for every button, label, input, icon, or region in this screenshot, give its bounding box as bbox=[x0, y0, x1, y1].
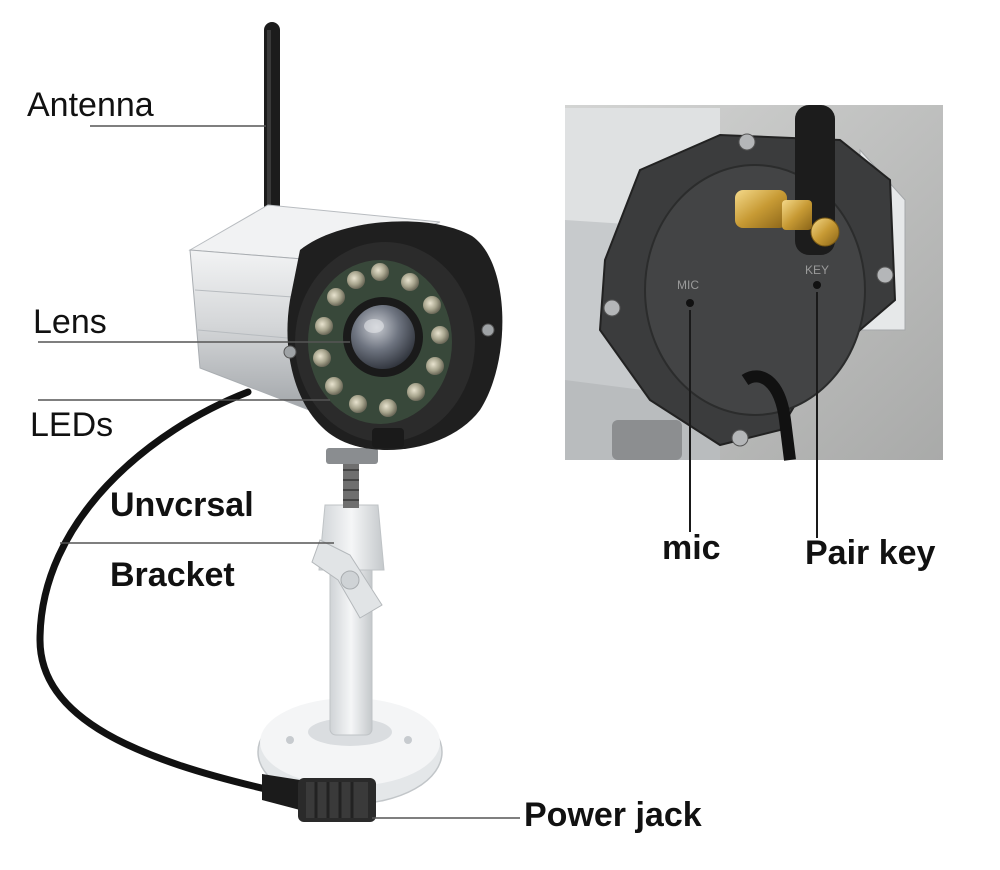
power-cable bbox=[36, 388, 274, 794]
label-bracket-line1: Unvcrsal bbox=[110, 486, 254, 524]
label-bracket-line2: Bracket bbox=[110, 556, 235, 594]
inset-rear-view bbox=[565, 105, 943, 461]
bracket-pole bbox=[311, 448, 385, 736]
key-engraving: KEY bbox=[805, 263, 830, 277]
inset-leader-lines bbox=[689, 292, 818, 538]
label-pair-key: Pair key bbox=[805, 534, 936, 572]
mic-hole bbox=[686, 299, 694, 307]
antenna bbox=[264, 22, 280, 217]
label-lens: Lens bbox=[33, 303, 107, 341]
label-antenna: Antenna bbox=[27, 86, 154, 124]
led-ring bbox=[313, 263, 449, 417]
camera-lens bbox=[343, 297, 423, 377]
label-power-jack: Power jack bbox=[524, 796, 702, 834]
mic-engraving: MIC bbox=[677, 278, 699, 292]
key-hole bbox=[813, 281, 821, 289]
label-mic: mic bbox=[662, 529, 721, 567]
power-jack-connector bbox=[262, 774, 376, 822]
leader-lines bbox=[38, 125, 520, 819]
camera-front bbox=[283, 221, 503, 450]
label-leds: LEDs bbox=[30, 406, 114, 444]
